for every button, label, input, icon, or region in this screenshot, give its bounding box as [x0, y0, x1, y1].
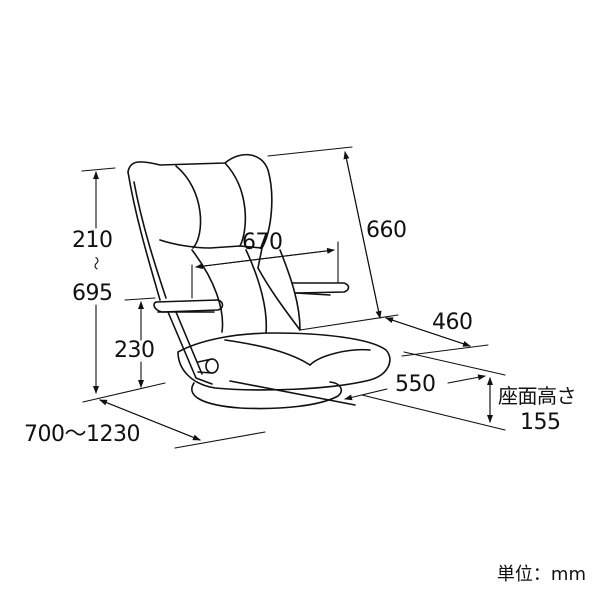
label-backrest-height-bottom: 695 [72, 281, 113, 306]
left-armrest [153, 299, 224, 385]
label-seat-height: 155 [520, 410, 561, 435]
chair-base [191, 381, 342, 410]
label-backrest-height-top: 210 [72, 228, 113, 253]
lever-knob [197, 358, 219, 374]
label-armrest-height: 230 [114, 338, 155, 363]
label-seat-height-title: 座面高さ [498, 384, 577, 408]
chair-seat [177, 332, 391, 406]
label-seat-width: 460 [432, 310, 473, 335]
label-overall-width: 550 [395, 372, 436, 397]
chair-backrest [127, 153, 301, 334]
label-range-separator: 〜 [86, 256, 103, 270]
dimension-lines [81, 146, 506, 449]
label-width-armrests: 670 [242, 230, 283, 255]
right-armrest [291, 282, 350, 296]
label-depth-range: 700〜1230 [24, 422, 140, 447]
label-back-height: 660 [366, 218, 407, 243]
unit-label: 単位：mm [496, 564, 586, 585]
